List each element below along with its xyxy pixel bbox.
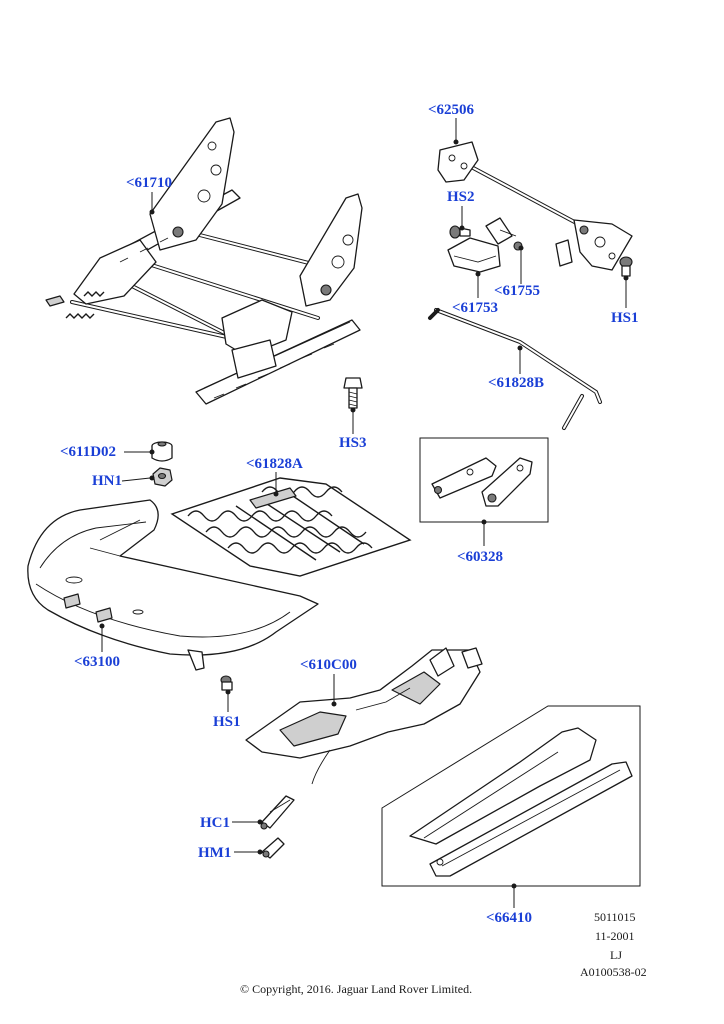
- callout-61710[interactable]: <61710: [126, 175, 173, 191]
- fastener-hm1[interactable]: [261, 837, 285, 859]
- callout-hc1[interactable]: HC1: [200, 815, 230, 831]
- leader-lines: [99, 118, 629, 908]
- clip-61755[interactable]: [485, 217, 523, 251]
- callout-63100[interactable]: <63100: [74, 654, 121, 670]
- callout-611d02[interactable]: <611D02: [60, 444, 117, 460]
- callout-hs2[interactable]: HS2: [447, 189, 475, 205]
- bolt-hs1-upper[interactable]: [619, 256, 633, 277]
- callout-61753[interactable]: <61753: [452, 300, 499, 316]
- bolt-hs3[interactable]: [343, 377, 363, 409]
- callout-hn1[interactable]: HN1: [92, 473, 122, 489]
- bushing-611d02[interactable]: [151, 441, 173, 462]
- callout-66410[interactable]: <66410: [486, 910, 533, 926]
- seat-pan-63100[interactable]: [27, 499, 319, 671]
- rod-61828b[interactable]: [428, 308, 602, 430]
- callout-hs1-lower[interactable]: HS1: [213, 714, 241, 730]
- callout-hs3[interactable]: HS3: [339, 435, 367, 451]
- reference-date: 11-2001: [595, 929, 635, 943]
- callout-61755[interactable]: <61755: [494, 283, 541, 299]
- callout-61828b[interactable]: <61828B: [488, 375, 545, 391]
- copyright-notice: © Copyright, 2016. Jaguar Land Rover Lim…: [240, 982, 473, 996]
- cover-61753[interactable]: [447, 237, 501, 273]
- callout-610c00[interactable]: <610C00: [300, 657, 357, 673]
- nut-hn1[interactable]: [152, 467, 173, 487]
- callout-62506[interactable]: <62506: [428, 102, 475, 118]
- callout-hs1-upper[interactable]: HS1: [611, 310, 639, 326]
- bracket-kit-60328[interactable]: [419, 437, 549, 523]
- seat-frame-61710[interactable]: [45, 117, 363, 405]
- spring-mat-61828a[interactable]: [170, 477, 412, 577]
- reference-code: 5011015: [594, 910, 636, 924]
- side-covers-66410[interactable]: [381, 705, 641, 887]
- bolt-hs1-lower[interactable]: [220, 675, 233, 691]
- linkage-assembly-62506[interactable]: [437, 141, 633, 271]
- trim-assembly-610c00[interactable]: [245, 647, 483, 785]
- connector-hc1[interactable]: [260, 795, 295, 830]
- callout-61828a[interactable]: <61828A: [246, 456, 303, 472]
- callout-60328[interactable]: <60328: [457, 549, 504, 565]
- reference-initials: LJ: [610, 948, 622, 962]
- reference-illustration-id: A0100538-02: [580, 965, 647, 979]
- callout-hm1[interactable]: HM1: [198, 845, 232, 861]
